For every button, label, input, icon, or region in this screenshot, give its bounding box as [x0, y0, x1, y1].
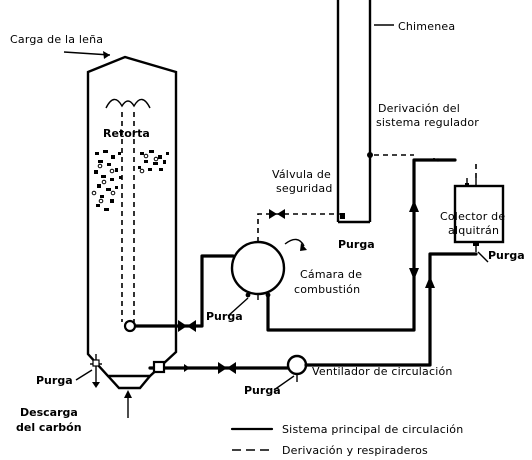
label-descarga-2: del carbón: [16, 421, 82, 434]
label-camara-2: combustión: [294, 283, 360, 296]
bowtie-valve-icon: [178, 320, 236, 374]
label-purga-colector: Purga: [488, 249, 525, 262]
label-purga-chimenea: Purga: [338, 238, 375, 251]
label-valvula-2: seguridad: [276, 182, 333, 195]
label-carga-lena: Carga de la leña: [10, 33, 103, 46]
legend: Sistema principal de circulación Derivac…: [230, 423, 463, 457]
label-chimenea: Chimenea: [398, 20, 455, 33]
wood-charge-pile: [91, 150, 169, 211]
chimney: [336, 0, 373, 224]
label-purga-retorta: Purga: [36, 374, 73, 387]
label-purga-camara: Purga: [206, 310, 243, 323]
flow-arrow-icon: [409, 200, 435, 288]
legend-dashed-label: Derivación y respiraderos: [282, 444, 428, 457]
retort: [86, 55, 178, 390]
label-colector-1: Colector de: [440, 210, 505, 223]
safety-valve-icon: [269, 209, 285, 219]
legend-solid-label: Sistema principal de circulación: [282, 423, 463, 436]
label-derivacion-2: sistema regulador: [376, 116, 479, 129]
label-purga-ventilador: Purga: [244, 384, 281, 397]
label-derivacion-1: Derivación del: [378, 102, 460, 115]
main-circulation-lines: [133, 158, 478, 370]
label-ventilador: Ventilador de circulación: [312, 365, 453, 378]
label-colector-2: alquitrán: [448, 224, 499, 237]
label-descarga-1: Descarga: [20, 406, 78, 419]
label-retorta: Retorta: [103, 127, 150, 140]
label-valvula-1: Válvula de: [272, 168, 331, 181]
tar-collector: [453, 178, 505, 252]
label-camara-1: Cámara de: [300, 268, 362, 281]
bypass-vent-lines: [257, 154, 477, 242]
